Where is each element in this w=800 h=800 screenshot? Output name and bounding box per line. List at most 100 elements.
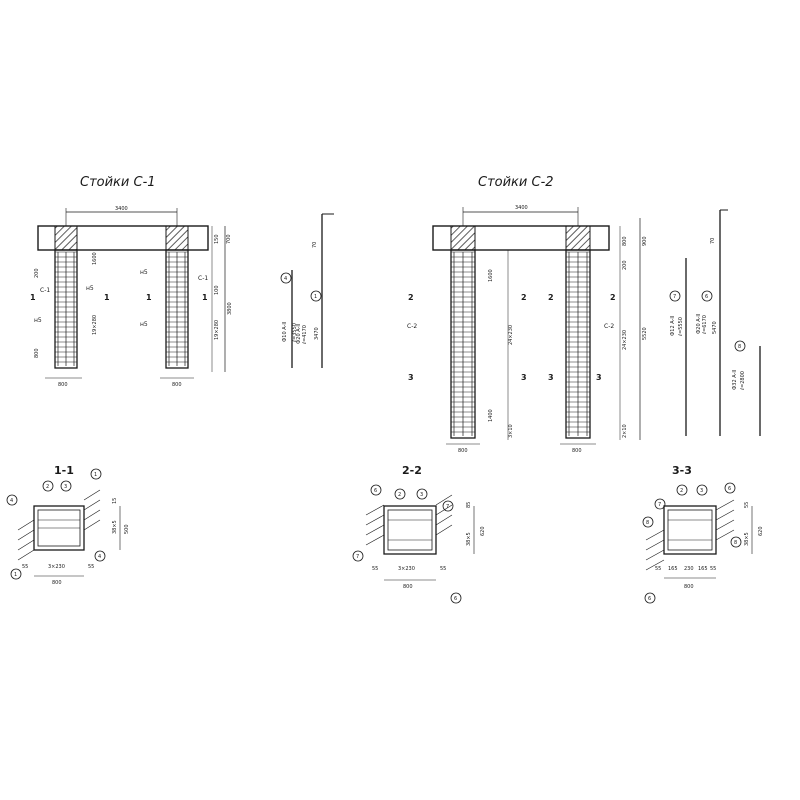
- s3-dim-height: 620: [758, 526, 764, 536]
- s3-dim-a: 55: [655, 566, 661, 572]
- s2-mark-7b: 7: [356, 554, 359, 560]
- c2-dim-width-right: 800: [572, 448, 582, 454]
- s1-mark-4a: 4: [10, 498, 13, 504]
- c1-cut-1d: 1: [202, 293, 208, 302]
- c1-dim-height: 3800: [227, 302, 233, 315]
- s3-dim-stirrup: 38×5: [744, 532, 750, 546]
- c2-cut-3c: 3: [548, 373, 554, 382]
- s3-mark-7: 7: [658, 502, 661, 508]
- s2-dim-edge-r: 55: [440, 566, 446, 572]
- c1-dim-width-right: 800: [172, 382, 182, 388]
- c2-cut-3b: 3: [521, 373, 527, 382]
- c2-cut-3a: 3: [408, 373, 414, 382]
- s3-dim-width: 800: [684, 584, 694, 590]
- s3-mark-8b: 8: [734, 540, 737, 546]
- c1-dim-b: 150: [214, 234, 220, 244]
- c1-column-left: [54, 249, 78, 369]
- c2-bar-spec-b: Ф20 A-II: [696, 314, 702, 334]
- c1-cut-1a: 1: [30, 293, 36, 302]
- s2-mark-7a: 7: [446, 504, 449, 510]
- c1-cage-right: [166, 251, 188, 366]
- s1-dim-top: 15: [112, 498, 118, 504]
- s2-dim-top: 85: [466, 502, 472, 508]
- s2-dim-height: 620: [480, 526, 486, 536]
- c2-bar-spec-a: Ф12 A-II: [670, 316, 676, 336]
- title-c1: Стойки С-1: [80, 175, 156, 190]
- c2-dim-h: 200: [622, 260, 628, 270]
- c2-beam: [432, 225, 610, 251]
- s3-mark-8a: 8: [646, 520, 649, 526]
- s3-mark-6b: 6: [648, 596, 651, 602]
- c1-dim-g: 200: [34, 268, 40, 278]
- c2-dim-width-left: 800: [458, 448, 468, 454]
- c2-dim-e: 3×10: [508, 424, 514, 438]
- c1-column-right: [165, 249, 189, 369]
- s1-dim-spacing: 3×230: [48, 564, 65, 570]
- c2-bar-spec-c: Ф32 A-II: [732, 370, 738, 390]
- c1-hook: 70: [312, 242, 318, 248]
- c2-head-right: [565, 225, 591, 251]
- c2-bar-mark-a: 7: [673, 294, 676, 300]
- c1-label-n5-low: н5: [140, 321, 148, 328]
- c2-label-cage-right: С-2: [604, 323, 614, 330]
- s3-mark-3: 3: [700, 488, 703, 494]
- c2-bar-spec-c-len: ℓ=2800: [740, 371, 746, 391]
- c2-label-cage-left: С-2: [407, 323, 417, 330]
- c1-dim-e: 19×280: [92, 315, 98, 335]
- c2-dim-d: 1400: [488, 409, 494, 422]
- s1-dim-edge-l: 55: [22, 564, 28, 570]
- c1-dim-f: 1600: [92, 252, 98, 265]
- s1-dim-edge-r: 55: [88, 564, 94, 570]
- c2-bar-mark-b: 6: [705, 294, 708, 300]
- s1-mark-1a: 1: [94, 472, 97, 478]
- section-3-title: 3-3: [672, 464, 692, 477]
- c1-label-n5-right: н5: [140, 269, 148, 276]
- s1-dim-width: 800: [52, 580, 62, 586]
- section-1-title: 1-1: [54, 464, 74, 477]
- s3-dim-d: 165: [698, 566, 708, 572]
- s2-mark-3: 3: [420, 492, 423, 498]
- c1-label-n5-left: н5: [34, 317, 42, 324]
- c2-bar-spec-a-len: ℓ=5550: [678, 317, 684, 337]
- c1-dim-d: 19×280: [214, 320, 220, 340]
- c2-bar-mark-c: 8: [738, 344, 741, 350]
- s1-mark-1b: 1: [14, 572, 17, 578]
- c1-bar-spec-b: Ф20 A-II: [296, 324, 302, 344]
- c2-dim-c: 1600: [488, 269, 494, 282]
- s2-dim-spacing: 3×230: [398, 566, 415, 572]
- s2-dim-edge-l: 55: [372, 566, 378, 572]
- s3-dim-c: 230: [684, 566, 694, 572]
- c2-cut-2c: 2: [548, 293, 554, 302]
- s1-mark-3: 3: [64, 484, 67, 490]
- c1-dim-h: 800: [34, 348, 40, 358]
- s3-dim-top: 55: [744, 502, 750, 508]
- s1-mark-2: 2: [46, 484, 49, 490]
- c1-cage-left: [55, 251, 77, 366]
- s2-mark-6a: 6: [374, 488, 377, 494]
- c2-cut-2d: 2: [610, 293, 616, 302]
- c1-label-cage-right: С-1: [198, 275, 208, 282]
- c1-bar-spec-a-len: ℓ=3550: [292, 323, 298, 343]
- c2-elevation: 3400 800 800 5520 24×230 24×230 1600 140…: [407, 205, 761, 454]
- c2-dim-b: 24×230: [508, 325, 514, 345]
- c1-label-cage-left: С-1: [40, 287, 50, 294]
- c2-dim-top: 3400: [515, 205, 528, 211]
- c1-elevation: 3400 800 800 3800 700 150 100 19×280 19×…: [30, 206, 334, 388]
- c1-beam: [37, 225, 209, 251]
- s1-dim-height: 500: [124, 524, 130, 534]
- s3-dim-b: 165: [668, 566, 678, 572]
- c2-cut-3d: 3: [596, 373, 602, 382]
- s1-dim-stirrup: 38×5: [112, 520, 118, 534]
- c2-dim-f: 2×10: [622, 424, 628, 438]
- c1-dim-c: 100: [214, 285, 220, 295]
- c2-column-left: [450, 249, 476, 439]
- c1-bar-mark-b: 1: [314, 294, 317, 300]
- c2-dim-height: 5520: [642, 327, 648, 340]
- s2-mark-6b: 6: [454, 596, 457, 602]
- section-2-title: 2-2: [402, 464, 422, 477]
- s2-dim-stirrup: 38×5: [466, 532, 472, 546]
- c1-bar-mark-a: 4: [284, 276, 287, 282]
- c2-cage-right: [566, 251, 590, 436]
- c1-bar-spec-b-extra: 3470: [314, 327, 320, 340]
